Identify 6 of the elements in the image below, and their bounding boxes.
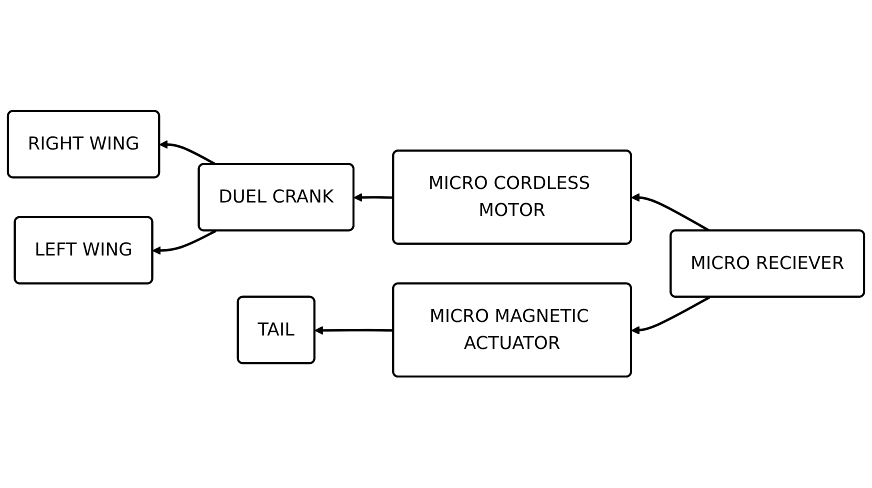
arrow [631, 193, 710, 232]
arrow [152, 230, 216, 256]
arrow [631, 296, 710, 335]
arrow [314, 326, 394, 335]
arrow [354, 193, 394, 202]
arrow [159, 140, 216, 166]
